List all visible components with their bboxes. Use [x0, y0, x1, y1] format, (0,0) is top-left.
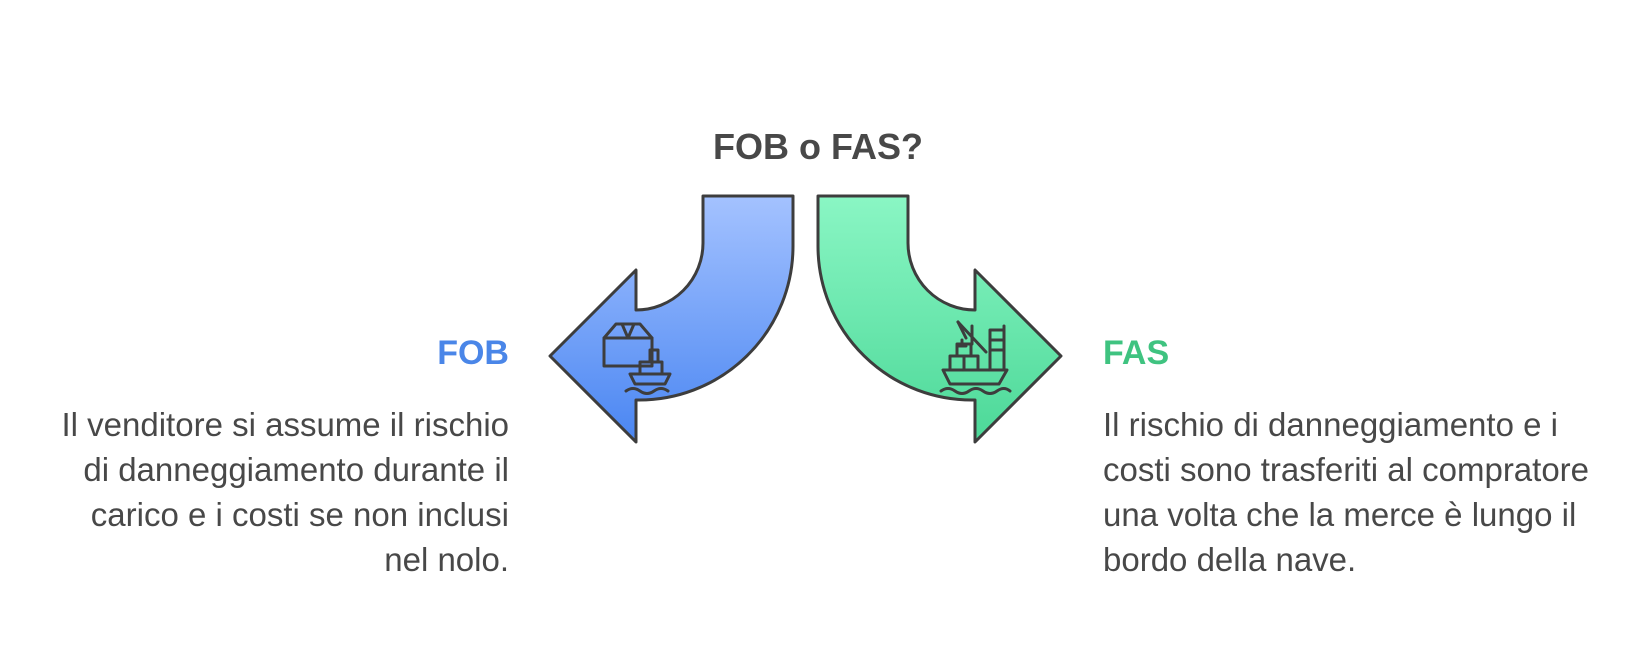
fob-arrow — [548, 194, 795, 444]
fas-arrow — [816, 194, 1063, 444]
box-and-ship-icon — [602, 322, 672, 395]
fas-description: Il rischio di danneggiamento e i costi s… — [1103, 406, 1590, 578]
fas-heading: FAS — [1103, 334, 1170, 372]
diagram-title: FOB o FAS? — [713, 126, 923, 167]
fob-description: Il venditore si assume il rischio di dan… — [61, 406, 510, 578]
fob-heading: FOB — [437, 334, 509, 372]
cargo-ship-crane-icon — [939, 320, 1012, 395]
